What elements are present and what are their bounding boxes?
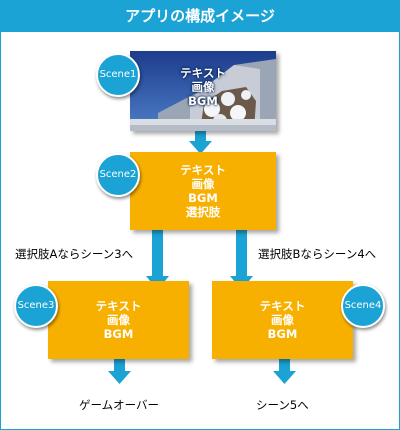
scene4-badge: Scene4 xyxy=(341,284,385,328)
scene2-badge: Scene2 xyxy=(96,153,140,197)
snowy-building-photo xyxy=(130,51,276,131)
scene1-line-bgm: BGM xyxy=(188,94,218,108)
scene3-line-text: テキスト xyxy=(95,299,142,313)
scene3-line-image: 画像 xyxy=(107,313,130,327)
scene1-badge: Scene1 xyxy=(96,53,140,97)
scene4-box: テキスト 画像 BGM xyxy=(212,281,353,359)
arrow-scene3-to-gameover xyxy=(108,357,131,384)
scene1-content: テキスト 画像 BGM xyxy=(130,66,276,108)
diagram-title: アプリの構成イメージ xyxy=(1,1,399,32)
scene2-line-image: 画像 xyxy=(191,177,215,191)
scene1-line-text: テキスト xyxy=(180,66,226,80)
branch-label-a: 選択肢Aならシーン3へ xyxy=(15,247,134,261)
scene4-line-text: テキスト xyxy=(259,299,306,313)
scene3-line-bgm: BGM xyxy=(103,327,134,341)
scene2-box: テキスト 画像 BGM 選択肢 xyxy=(130,152,276,230)
scene4-line-image: 画像 xyxy=(271,313,294,327)
scene1-line-image: 画像 xyxy=(191,80,215,94)
scene3-badge: Scene3 xyxy=(14,284,58,328)
scene2-line-text: テキスト xyxy=(180,163,226,177)
scene2-line-choices: 選択肢 xyxy=(185,205,221,219)
scene1-box: テキスト 画像 BGM xyxy=(130,51,276,131)
arrow-scene1-to-scene2 xyxy=(189,129,212,154)
outcome-game-over: ゲームオーバー xyxy=(79,398,160,412)
scene3-box: テキスト 画像 BGM xyxy=(48,281,189,359)
scene4-line-bgm: BGM xyxy=(267,327,298,341)
outcome-scene5: シーン5へ xyxy=(256,398,309,412)
branch-label-b: 選択肢Bならシーン4へ xyxy=(258,247,377,261)
scene2-line-bgm: BGM xyxy=(188,191,218,205)
arrow-scene4-to-scene5 xyxy=(273,357,296,384)
